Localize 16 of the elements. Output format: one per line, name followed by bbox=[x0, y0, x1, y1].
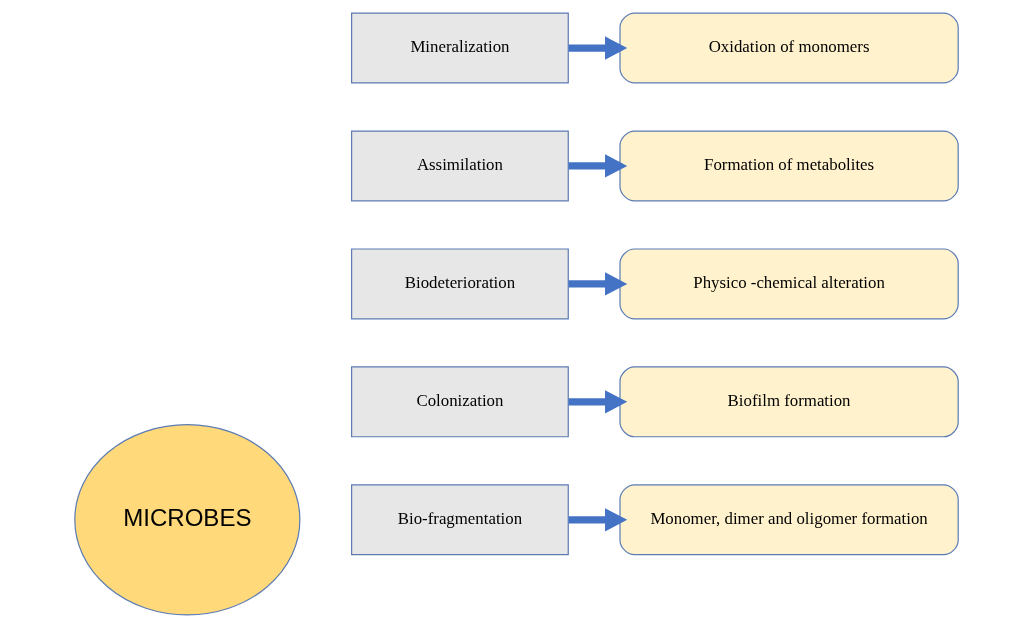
node-box: Mineralization bbox=[351, 12, 569, 84]
node-box: Biodeterioration bbox=[351, 248, 569, 320]
node-box: Colonization bbox=[351, 366, 569, 438]
arrow bbox=[568, 390, 628, 414]
node-ellipse: MICROBES bbox=[74, 424, 301, 616]
arrow bbox=[568, 154, 628, 178]
node-box: Physico -chemical alteration bbox=[619, 248, 959, 320]
node-box: Formation of metabolites bbox=[619, 130, 959, 202]
arrow bbox=[568, 272, 628, 296]
node-box: Monomer, dimer and oligomer formation bbox=[619, 484, 959, 556]
arrow bbox=[568, 36, 628, 60]
arrow bbox=[568, 508, 628, 532]
node-box: Assimilation bbox=[351, 130, 569, 202]
node-box: Oxidation of monomers bbox=[619, 12, 959, 84]
node-box: Biofilm formation bbox=[619, 366, 959, 438]
node-box: Bio-fragmentation bbox=[351, 484, 569, 556]
